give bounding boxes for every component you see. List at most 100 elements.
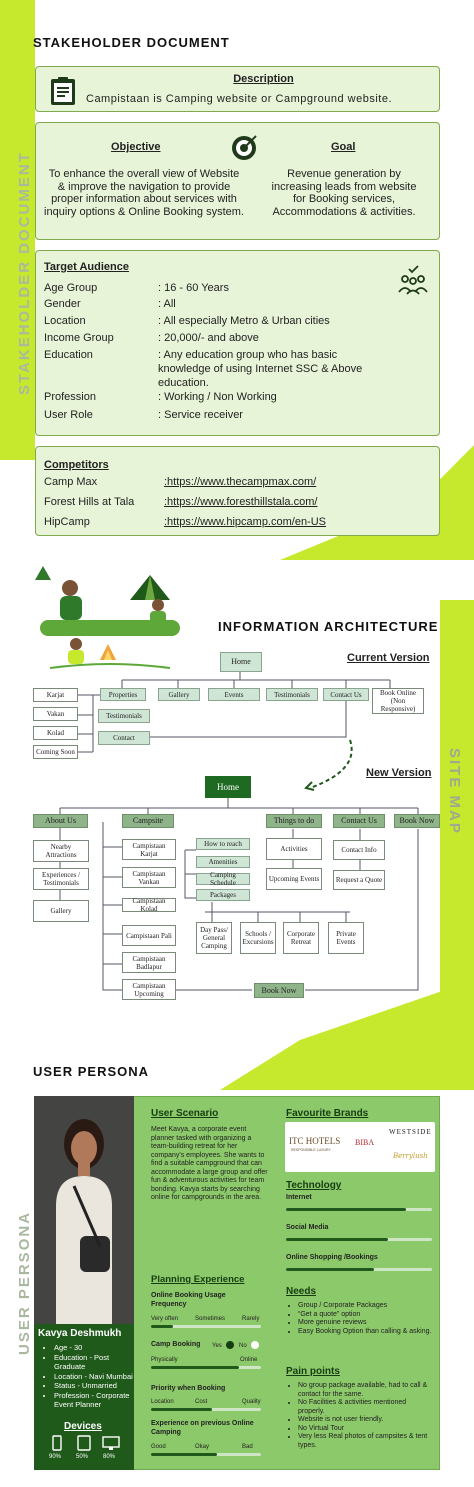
description-card: Description Campistaan is Camping websit… — [35, 66, 440, 112]
scenario-column: User Scenario Meet Kavya, a corporate ev… — [140, 1102, 277, 1464]
about-node: Gallery — [33, 900, 89, 922]
things-node: Upcoming Events — [266, 868, 322, 890]
campsite-node: Campistaan Kolad — [122, 897, 176, 913]
planning-heading: Planning Experience — [151, 1274, 245, 1285]
audience-value: : Working / Non Working — [158, 391, 277, 403]
need-item: “Get a quote” option — [298, 1311, 432, 1320]
competitor-url[interactable]: :https://www.hipcamp.com/en-US — [164, 516, 327, 528]
current-sub-node: Testimonials — [98, 709, 150, 723]
package-node: Private Events — [328, 922, 364, 954]
audience-label: Location — [44, 315, 86, 327]
camp-booking-fill — [151, 1366, 239, 1369]
needs-heading: Needs — [286, 1286, 317, 1297]
current-location-node: Vakan — [33, 707, 78, 721]
new-top-node: Contact Us — [333, 814, 385, 828]
competitor-url[interactable]: :https://www.thecampmax.com/ — [164, 476, 317, 488]
scale-label: Very often — [151, 1316, 179, 1322]
clipboard-icon — [51, 77, 75, 105]
campsite-node: Campistaan Pali — [122, 925, 176, 946]
itc-tagline: RESPONSIBLE LUXURY — [291, 1148, 331, 1152]
objective-goal-card: Objective Goal To enhance the overall vi… — [35, 122, 440, 240]
things-node: Activities — [266, 838, 322, 860]
pain-item: No Facilities & activities mentioned pro… — [298, 1399, 432, 1416]
audience-value: : All especially Metro & Urban cities — [158, 315, 330, 327]
persona-side-label: USER PERSONA — [16, 1210, 33, 1355]
scale-label: Good — [151, 1444, 166, 1450]
scale-label: Quality — [242, 1399, 261, 1405]
tablet-icon — [77, 1435, 91, 1451]
competitor-name: Forest Hills at Tala — [44, 496, 135, 508]
need-item: Easy Booking Option than calling & askin… — [298, 1328, 432, 1337]
current-top-node: Book Online (Non Responsive) — [372, 688, 424, 714]
scale-label: Okay — [195, 1444, 210, 1450]
pain-heading: Pain points — [286, 1366, 340, 1377]
persona-right-column: Favourite Brands ITC HOTELS RESPONSIBLE … — [280, 1102, 436, 1464]
audience-label: User Role — [44, 409, 93, 421]
tech-fill — [286, 1208, 406, 1211]
persona-detail: Age - 30 — [54, 1343, 134, 1353]
scale-label: Physically — [151, 1357, 178, 1363]
scale-label: Online — [240, 1357, 258, 1363]
brands-logos: ITC HOTELS RESPONSIBLE LUXURY BIBA WESTS… — [285, 1122, 435, 1172]
audience-value: : 16 - 60 Years — [158, 282, 229, 294]
new-top-node: Campsite — [122, 814, 174, 828]
pain-item: No Virtual Tour — [298, 1425, 432, 1434]
camp-booking-label: Camp Booking — [151, 1341, 201, 1348]
biba-logo: BIBA — [355, 1138, 375, 1147]
camp-booking-yes-radio[interactable] — [226, 1341, 234, 1349]
device-percent: 50% — [76, 1454, 89, 1460]
current-home-node: Home — [220, 652, 262, 672]
priority-fill — [151, 1408, 212, 1411]
description-heading: Description — [233, 73, 294, 85]
competitors-card: Competitors Camp Max:https://www.thecamp… — [35, 446, 440, 536]
current-sub-node: Contact — [98, 731, 150, 745]
camping-illustration — [35, 566, 180, 669]
desktop-icon — [102, 1436, 120, 1450]
target-icon — [232, 135, 257, 160]
tech-label: Internet — [286, 1194, 312, 1201]
group-users-icon — [398, 265, 428, 295]
campsite-info-node: Amenities — [196, 856, 250, 868]
berrylush-logo: Berrylush — [393, 1152, 428, 1160]
current-top-node: Testimonials — [266, 688, 318, 701]
book-now-bottom-node: Book Now — [254, 983, 304, 998]
itc-logo: ITC HOTELS — [289, 1136, 341, 1146]
audience-value: : Any education group who has basic know… — [158, 349, 363, 389]
camp-booking-no-radio[interactable] — [251, 1341, 259, 1349]
audience-value: : 20,000/- and above — [158, 332, 259, 344]
audience-label: Age Group — [44, 282, 98, 294]
scale-label: Location — [151, 1399, 174, 1405]
tech-label: Online Shopping /Bookings — [286, 1254, 378, 1261]
current-location-node: Coming Soon — [33, 745, 78, 759]
audience-label: Income Group — [44, 332, 114, 344]
westside-logo: WESTSIDE — [389, 1128, 432, 1136]
description-text: Campistaan is Camping website or Campgro… — [86, 93, 393, 105]
package-node: Corporate Retreat — [283, 922, 319, 954]
technology-heading: Technology — [286, 1180, 342, 1191]
campsite-node: Campistaan Karjat — [122, 839, 176, 860]
target-audience-card: Target Audience Age Group: 16 - 60 Years… — [35, 250, 440, 436]
stakeholder-title: STAKEHOLDER DOCUMENT — [33, 35, 230, 50]
campsite-info-node: Packages — [196, 889, 250, 901]
persona-photo — [34, 1096, 134, 1324]
audience-label: Gender — [44, 298, 81, 310]
audience-label: Profession — [44, 391, 96, 403]
competitor-name: Camp Max — [44, 476, 98, 488]
priority-label: Priority when Booking — [151, 1385, 226, 1392]
need-item: Group / Corporate Packages — [298, 1302, 432, 1311]
persona-title: USER PERSONA — [33, 1064, 150, 1079]
camp-booking-no: No — [239, 1343, 247, 1349]
objective-heading: Objective — [111, 141, 161, 153]
about-node: Experiences / Testimonials — [33, 868, 89, 890]
current-top-node: Properties — [100, 688, 146, 701]
competitor-url[interactable]: :https://www.foresthillstala.com/ — [164, 496, 318, 508]
goal-text: Revenue generation by increasing leads f… — [271, 168, 417, 218]
new-top-node: Book Now — [394, 814, 440, 828]
need-item: More genuine reviews — [298, 1319, 432, 1328]
current-top-node: Gallery — [158, 688, 200, 701]
scale-label: Cost — [195, 1399, 208, 1405]
audience-value: : All — [158, 298, 176, 310]
package-node: Day Pass/ General Camping — [196, 922, 232, 954]
campsite-node: Campistaan Upcoming — [122, 979, 176, 1000]
experience-fill — [151, 1453, 217, 1456]
